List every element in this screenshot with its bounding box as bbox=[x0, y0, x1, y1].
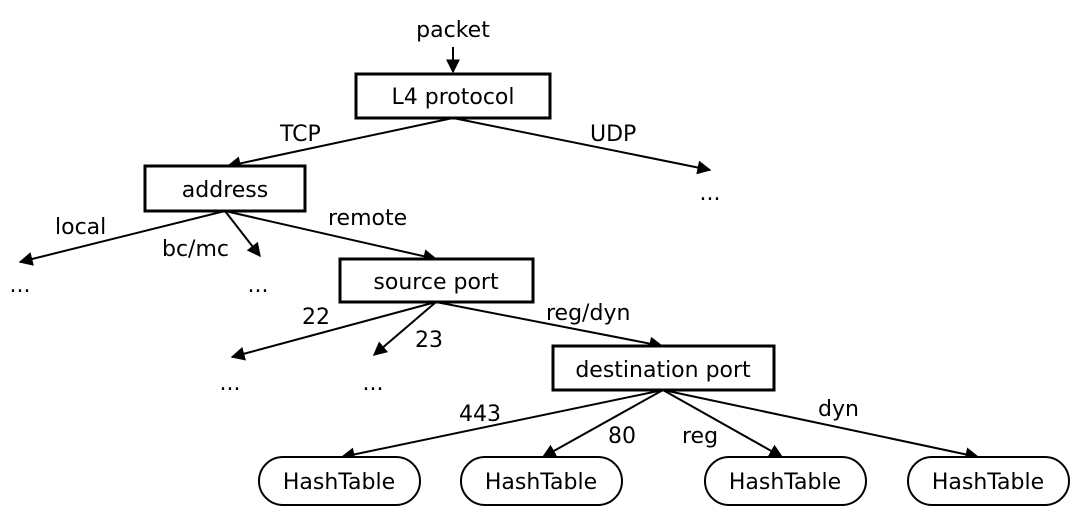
edge-80 bbox=[541, 389, 664, 458]
packet-label: packet bbox=[416, 18, 490, 43]
edge-label-tcp: TCP bbox=[279, 122, 321, 147]
hashtable-label-3: HashTable bbox=[729, 470, 841, 495]
edge-label-dyn: dyn bbox=[818, 397, 859, 422]
edge-label-bcmc: bc/mc bbox=[162, 237, 229, 262]
edge-udp bbox=[452, 117, 712, 175]
edge-23 bbox=[372, 301, 437, 356]
ellipsis-22: ... bbox=[220, 371, 241, 396]
hashtable-node-2 bbox=[460, 456, 623, 506]
edge-label-reg: reg bbox=[682, 424, 718, 449]
edge-tcp bbox=[226, 117, 454, 171]
hashtable-label-2: HashTable bbox=[485, 470, 597, 495]
edge-reg bbox=[662, 389, 784, 458]
edge-regdyn bbox=[435, 301, 664, 351]
ellipsis-local: ... bbox=[10, 273, 31, 298]
edge-label-udp: UDP bbox=[590, 122, 636, 147]
hashtable-node-4 bbox=[907, 456, 1070, 506]
destination-port-label: destination port bbox=[575, 358, 751, 383]
address-label: address bbox=[182, 178, 268, 203]
ellipsis-udp: ... bbox=[700, 181, 721, 206]
edge-label-443: 443 bbox=[459, 402, 501, 427]
hashtable-label-4: HashTable bbox=[932, 470, 1044, 495]
edge-label-remote: remote bbox=[328, 206, 407, 231]
hashtable-node-1 bbox=[258, 456, 421, 506]
edge-label-regdyn: reg/dyn bbox=[546, 301, 630, 326]
edge-bcmc bbox=[224, 210, 261, 258]
ellipsis-bcmc: ... bbox=[248, 273, 269, 298]
hashtable-label-1: HashTable bbox=[283, 470, 395, 495]
edge-dyn bbox=[662, 389, 980, 462]
edge-label-80: 80 bbox=[608, 424, 636, 449]
source-port-label: source port bbox=[373, 270, 499, 295]
address-node bbox=[143, 164, 307, 213]
edge-remote bbox=[224, 210, 438, 264]
edge-22 bbox=[230, 301, 437, 361]
edge-443 bbox=[340, 389, 664, 462]
l4-protocol-label: L4 protocol bbox=[392, 85, 515, 110]
ellipsis-23: ... bbox=[363, 371, 384, 396]
edge-label-22: 22 bbox=[302, 305, 330, 330]
hashtable-node-3 bbox=[704, 456, 867, 506]
edge-label-local: local bbox=[55, 215, 106, 240]
source-port-node bbox=[338, 257, 535, 304]
edge-local bbox=[18, 210, 226, 266]
edge-label-23: 23 bbox=[415, 328, 443, 353]
